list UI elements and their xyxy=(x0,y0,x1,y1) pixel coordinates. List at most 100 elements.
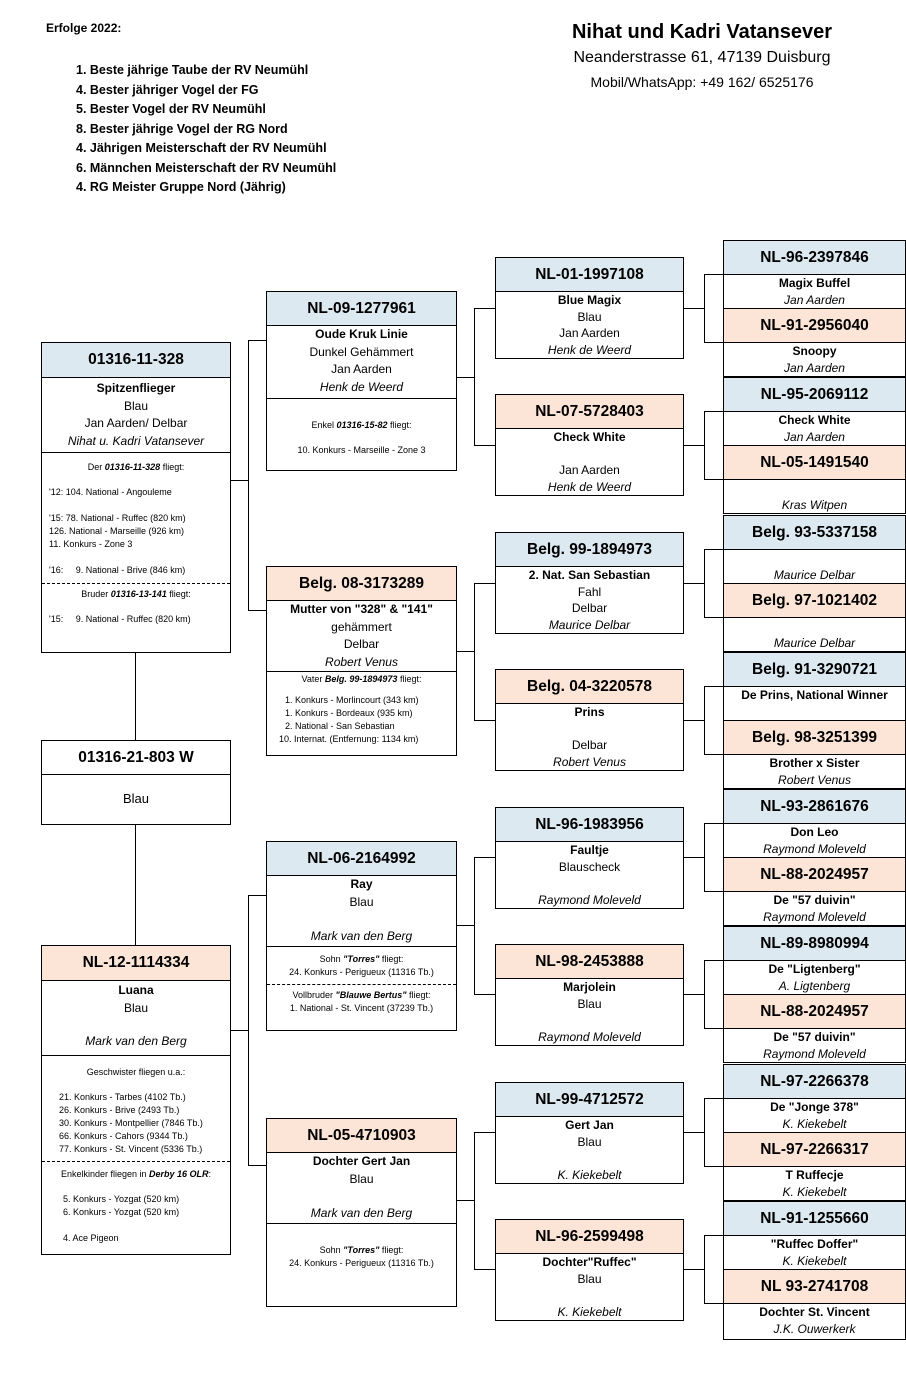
result-line: 5. Konkurs - Yozgat (520 km) xyxy=(63,1193,180,1204)
pigeon-ring-number: Belg. 99-1894973 xyxy=(496,533,683,567)
pigeon-name: De Prins, National Winner xyxy=(741,688,888,702)
pigeon-card-great-grandparent: NL-93-2861676 Don Leo Raymond Moleveld xyxy=(723,789,906,858)
pigeon-breeder: Mark van den Berg xyxy=(310,1206,413,1220)
performance-heading: Der 01316-11-328 fliegt: xyxy=(87,462,185,472)
owner-phone: Mobil/WhatsApp: +49 162/ 6525176 xyxy=(590,74,814,90)
pigeon-ring-number: NL-93-2861676 xyxy=(724,790,905,824)
pigeon-breeder: Nihat u. Kadri Vatansever xyxy=(67,433,205,448)
pigeon-card-grandparent: NL-01-1997108 Blue Magix Blau Jan Aarden… xyxy=(495,257,684,359)
siblings-heading: Geschwister fliegen u.a.: xyxy=(86,1066,186,1077)
pigeon-ring-number: NL-97-2266378 xyxy=(724,1065,905,1099)
success-item: 4. Jährigen Meisterschaft der RV Neumühl xyxy=(76,141,327,155)
pigeon-card-great-grandparent: NL-88-2024957 De "57 duivin" Raymond Mol… xyxy=(723,857,906,926)
pigeon-breeder: Robert Venus xyxy=(325,654,398,669)
result-line: 1. Konkurs - Bordeaux (935 km) xyxy=(285,708,413,718)
pigeon-color: Blau xyxy=(577,996,602,1011)
pigeon-ring-number: NL-05-4710903 xyxy=(267,1119,456,1153)
pigeon-name: Don Leo xyxy=(790,825,839,839)
offspring-section: Sohn "Torres" fliegt: 24. Konkurs - Peri… xyxy=(267,945,456,979)
pigeon-color: Fahl xyxy=(577,584,602,599)
result-line: 10. Konkurs - Marseille - Zone 3 xyxy=(297,445,426,455)
pigeon-card-great-grandparent: NL-95-2069112 Check White Jan Aarden xyxy=(723,377,906,446)
pigeon-name xyxy=(724,618,905,635)
pigeon-card-dam: Belg. 08-3173289 Mutter von "328" & "141… xyxy=(266,566,457,756)
pigeon-color: Blau xyxy=(349,894,374,909)
result-line: '15: 78. National - Ruffec (820 km) xyxy=(49,513,186,523)
offspring-section: Sohn "Torres" fliegt: 24. Konkurs - Peri… xyxy=(267,1222,456,1270)
pigeon-ring-number: Belg. 08-3173289 xyxy=(267,567,456,601)
result-line: 10. Internat. (Entfernung: 1134 km) xyxy=(279,734,419,744)
pigeon-breeder: Mark van den Berg xyxy=(85,1034,187,1048)
result-line: '12: 104. National - Angouleme xyxy=(49,487,172,497)
pigeon-color: Blau xyxy=(577,309,602,324)
brother-section: Bruder 01316-13-141 fliegt: '15: 9. Nati… xyxy=(42,583,230,626)
result-line: 2. National - San Sebastian xyxy=(285,721,395,731)
pigeon-ring-number: NL-91-2956040 xyxy=(724,309,905,343)
pigeon-color: Blau xyxy=(577,1271,602,1286)
pigeon-ring-number: NL-88-2024957 xyxy=(724,858,905,892)
brother-section: Vollbruder "Blauwe Bertus" fliegt: 1. Na… xyxy=(267,983,456,1015)
pigeon-card-dam-dam: NL-05-4710903 Dochter Gert Jan Blau Mark… xyxy=(266,1118,457,1307)
pigeon-card-sire: NL-09-1277961 Oude Kruk Linie Dunkel Geh… xyxy=(266,291,457,471)
performance-section: Vater Belg. 99-1894973 fliegt: 1. Konkur… xyxy=(267,671,456,746)
pigeon-color: Blau xyxy=(123,1000,149,1015)
pigeon-ring-number: NL-91-1255660 xyxy=(724,1202,905,1236)
pigeon-breeder: Raymond Moleveld xyxy=(538,892,641,907)
pigeon-line: Jan Aarden/ Delbar xyxy=(84,416,188,430)
pigeon-ring-number: NL-88-2024957 xyxy=(724,995,905,1029)
pigeon-ring-number: NL-09-1277961 xyxy=(267,292,456,326)
pigeon-card-great-grandparent: NL-96-2397846 Magix Buffel Jan Aarden xyxy=(723,240,906,309)
pigeon-card-great-grandparent: NL-97-2266317 T Ruffecje K. Kiekebelt xyxy=(723,1132,906,1201)
result-line: 1. Konkurs - Morlincourt (343 km) xyxy=(285,695,419,705)
pigeon-line: Delbar xyxy=(343,637,380,651)
pigeon-ring-number: Belg. 91-3290721 xyxy=(724,653,905,687)
result-line: 30. Konkurs - Montpellier (7846 Tb.) xyxy=(59,1117,203,1128)
pigeon-breeder: Robert Venus xyxy=(553,754,626,769)
pigeon-card-great-grandparent: NL-91-1255660 "Ruffec Doffer" K. Kiekebe… xyxy=(723,1201,906,1270)
pigeon-card-great-grandparent: Belg. 91-3290721 De Prins, National Winn… xyxy=(723,652,906,721)
successes-list: 1. Beste jährige Taube der RV Neumühl 4.… xyxy=(76,61,336,198)
performance-section: Der 01316-11-328 fliegt: '12: 104. Natio… xyxy=(42,452,230,577)
pigeon-color: gehämmert xyxy=(331,619,392,634)
pigeon-ring-number: 01316-21-803 W xyxy=(42,741,230,775)
pigeon-breeder: Mark van den Berg xyxy=(310,929,413,943)
pigeon-name: Luana xyxy=(118,983,154,997)
pigeon-ring-number: NL-05-1491540 xyxy=(724,446,905,480)
pigeon-breeder: Henk de Weerd xyxy=(547,479,632,494)
pigeon-color: Blau xyxy=(577,1134,602,1149)
pigeon-ring-number: NL-98-2453888 xyxy=(496,945,683,979)
pigeon-ring-number: NL-06-2164992 xyxy=(267,842,456,876)
pigeon-breeder: Robert Venus xyxy=(778,772,851,787)
pigeon-ring-number: NL-95-2069112 xyxy=(724,378,905,412)
pigeon-line: Jan Aarden xyxy=(559,326,620,340)
pigeon-ring-number: NL-96-2397846 xyxy=(724,241,905,275)
pigeon-breeder: K. Kiekebelt xyxy=(782,1116,847,1131)
pigeon-breeder: A. Ligtenberg xyxy=(778,978,851,993)
pigeon-breeder: Jan Aarden xyxy=(784,360,845,375)
pigeon-card-main: 01316-11-328 Spitzenflieger Blau Jan Aar… xyxy=(41,342,231,653)
pigeon-name: Oude Kruk Linie xyxy=(315,327,408,341)
pigeon-breeder: Maurice Delbar xyxy=(548,617,631,632)
pigeon-card-grandparent: NL-98-2453888 Marjolein Blau Raymond Mol… xyxy=(495,944,684,1046)
pigeon-color: Blau xyxy=(122,791,150,806)
grandchildren-heading: Enkelkinder fliegen in Derby 16 OLR: xyxy=(60,1168,212,1179)
pigeon-name: De "Jonge 378" xyxy=(770,1100,859,1114)
success-item: 8. Bester jährige Vogel der RG Nord xyxy=(76,121,288,136)
result-line: 4. Ace Pigeon xyxy=(63,1232,119,1243)
pigeon-color: Blauscheck xyxy=(558,859,621,874)
result-line: 24. Konkurs - Perigueux (11316 Tb.) xyxy=(289,1257,434,1268)
pigeon-ring-number: NL-01-1997108 xyxy=(496,258,683,292)
pigeon-breeder: Raymond Moleveld xyxy=(763,909,866,924)
result-line: '15: 9. National - Ruffec (820 km) xyxy=(49,614,191,624)
pigeon-card-great-grandparent: NL-97-2266378 De "Jonge 378" K. Kiekebel… xyxy=(723,1064,906,1133)
owner-block: Nihat und Kadri Vatansever Neanderstrass… xyxy=(520,18,884,94)
pigeon-line: Delbar xyxy=(571,601,608,615)
pigeon-breeder: K. Kiekebelt xyxy=(782,1184,847,1199)
pigeon-ring-number: NL-96-2599498 xyxy=(496,1220,683,1254)
pigeon-card-grandparent: NL-07-5728403 Check White Jan Aarden Hen… xyxy=(495,394,684,496)
pigeon-name: Faultje xyxy=(570,843,609,857)
performance-heading: Sohn "Torres" fliegt: xyxy=(319,953,404,964)
pigeon-breeder: Jan Aarden xyxy=(784,429,845,444)
pigeon-color: Blau xyxy=(123,398,149,413)
pigeon-card-dam-sire: NL-06-2164992 Ray Blau Mark van den Berg… xyxy=(266,841,457,1031)
